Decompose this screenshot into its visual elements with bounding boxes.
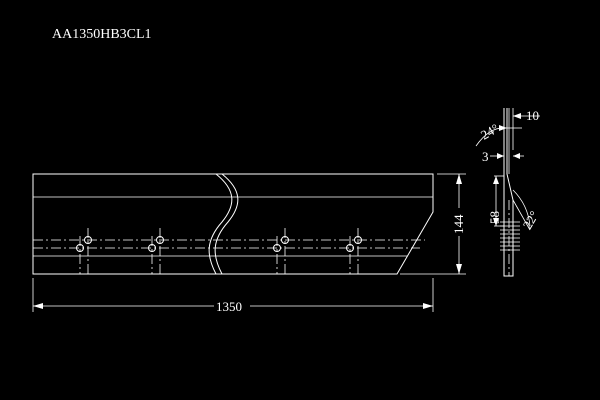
bolt-hole-1 bbox=[76, 228, 92, 274]
dimension-thickness-label: 10 bbox=[526, 108, 539, 123]
blade-outline bbox=[32, 173, 434, 275]
break-line bbox=[208, 173, 233, 275]
dimension-height: 144 bbox=[400, 173, 466, 275]
dimension-angle-bevel-label: 22° bbox=[520, 208, 542, 231]
side-profile bbox=[503, 108, 514, 277]
dimension-bevel-height-label: 58 bbox=[487, 211, 502, 224]
bolt-hole-3 bbox=[273, 228, 289, 274]
dimension-length: 1350 bbox=[32, 278, 434, 314]
dimension-edge-label: 3 bbox=[482, 149, 489, 164]
dimension-length-label: 1350 bbox=[216, 299, 242, 314]
bolt-hole-4 bbox=[346, 228, 362, 274]
front-view bbox=[32, 173, 434, 275]
part-number-title: AA1350HB3CL1 bbox=[52, 27, 152, 42]
break-line-inner bbox=[214, 173, 239, 275]
dimension-height-label: 144 bbox=[451, 214, 466, 234]
side-view: 10 24° 3 58 22° bbox=[475, 108, 542, 277]
bolt-hole-2 bbox=[148, 228, 164, 274]
